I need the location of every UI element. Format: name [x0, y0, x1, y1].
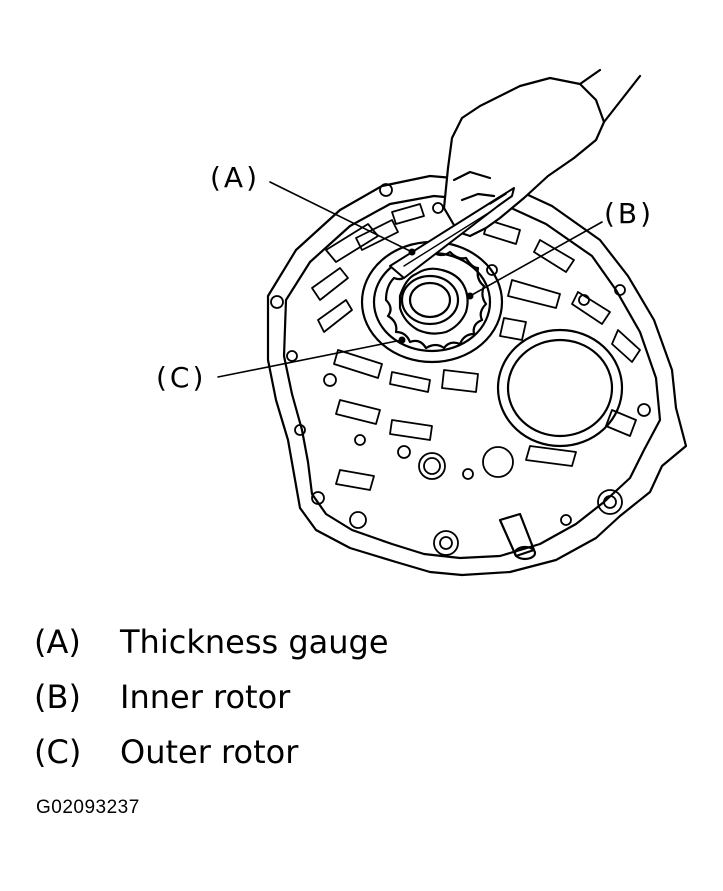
callout-c: (C) [156, 361, 207, 394]
legend-key: (A) [34, 623, 81, 661]
oil-pump-housing-illustration [217, 68, 688, 577]
legend-text: Thickness gauge [120, 623, 389, 661]
leader-dots [398, 248, 474, 344]
thickness-gauge-detail [403, 193, 507, 267]
hand-finger [452, 170, 496, 202]
callout-b: (B) [604, 197, 655, 230]
bolt-holes [270, 183, 651, 556]
callout-a: (A) [210, 161, 261, 194]
dowel-tube [498, 512, 537, 561]
figure-code: G02093237 [36, 797, 140, 818]
legend-text: Outer rotor [120, 733, 299, 771]
housing-passages [311, 203, 641, 491]
legend-key: (C) [34, 733, 82, 771]
leader-lines [217, 181, 603, 378]
inner-rotor-bore [408, 281, 452, 319]
legend-key: (B) [34, 678, 81, 716]
legend-text: Inner rotor [120, 678, 291, 716]
inner-rotor-teeth [398, 267, 469, 335]
arm-sleeve [578, 68, 642, 124]
inner-rotor-hub [400, 274, 460, 326]
hand [442, 76, 606, 238]
bearing-bore-inner [506, 338, 614, 438]
bearing-bore-outer [496, 328, 624, 448]
